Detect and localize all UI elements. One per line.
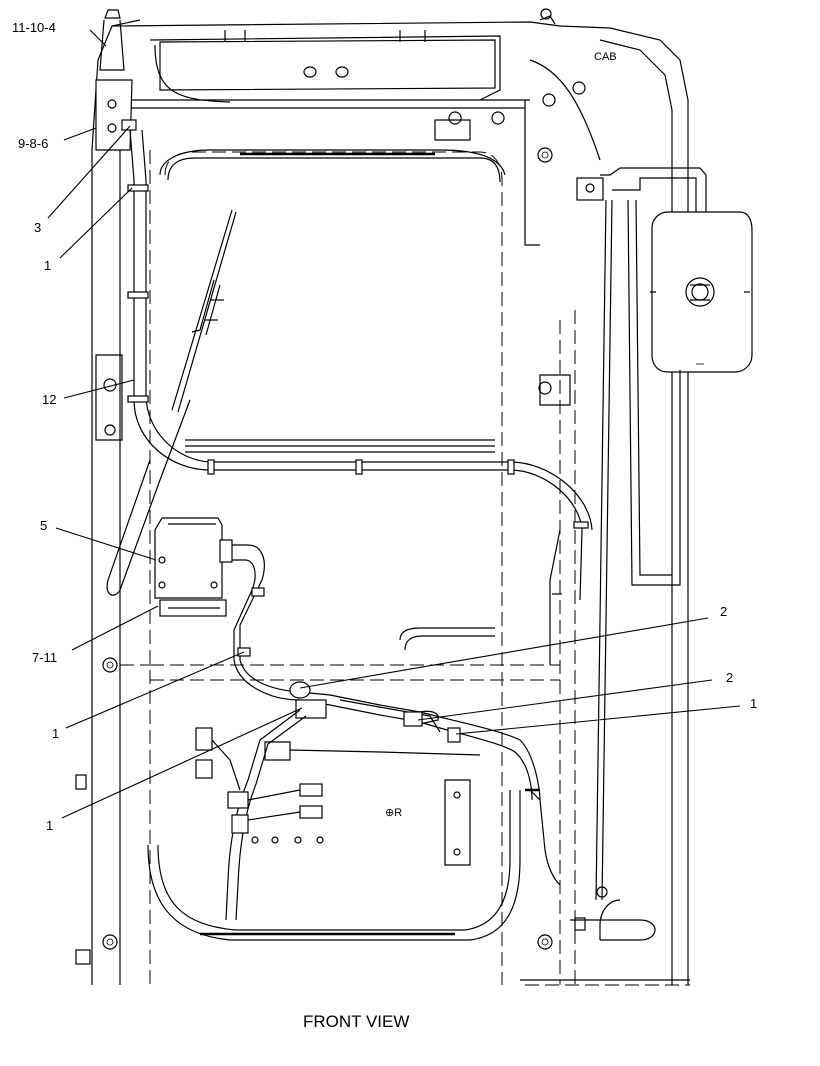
right-post: [520, 199, 690, 981]
callout-1-upper: 1: [44, 258, 51, 273]
callout-11-10-4: 11-10-4: [12, 20, 56, 35]
callout-7-11: 7-11: [32, 650, 57, 665]
svg-text:⊕R: ⊕R: [385, 807, 402, 819]
glass-frame: [147, 149, 521, 941]
callout-2-lower: 2: [726, 670, 733, 685]
cab-text: CAB: [594, 51, 617, 63]
callout-1-right: 1: [750, 696, 757, 711]
top-panel: [159, 30, 496, 91]
wiring-harness: [207, 459, 593, 921]
callouts: 11-10-4 9-8-6 3 1 12 5 7-11 1 1 2 2 1: [12, 20, 757, 833]
window-outline: [120, 150, 690, 986]
view-caption: FRONT VIEW: [303, 1012, 409, 1031]
lower-connectors: ⊕R: [195, 727, 481, 866]
callout-9-8-6: 9-8-6: [18, 136, 48, 151]
callout-1-lower: 1: [46, 818, 53, 833]
mirror: [576, 167, 753, 373]
cab-label: CAB: [594, 51, 617, 63]
left-post-parts: [75, 9, 211, 965]
callout-1-middle: 1: [52, 726, 59, 741]
controller-module: [154, 517, 233, 617]
callout-3: 3: [34, 220, 41, 235]
callout-2-upper: 2: [720, 604, 727, 619]
wiper-arm: [106, 209, 237, 596]
cab-frame: [91, 8, 689, 985]
callout-5: 5: [40, 518, 47, 533]
callout-12: 12: [42, 392, 56, 407]
